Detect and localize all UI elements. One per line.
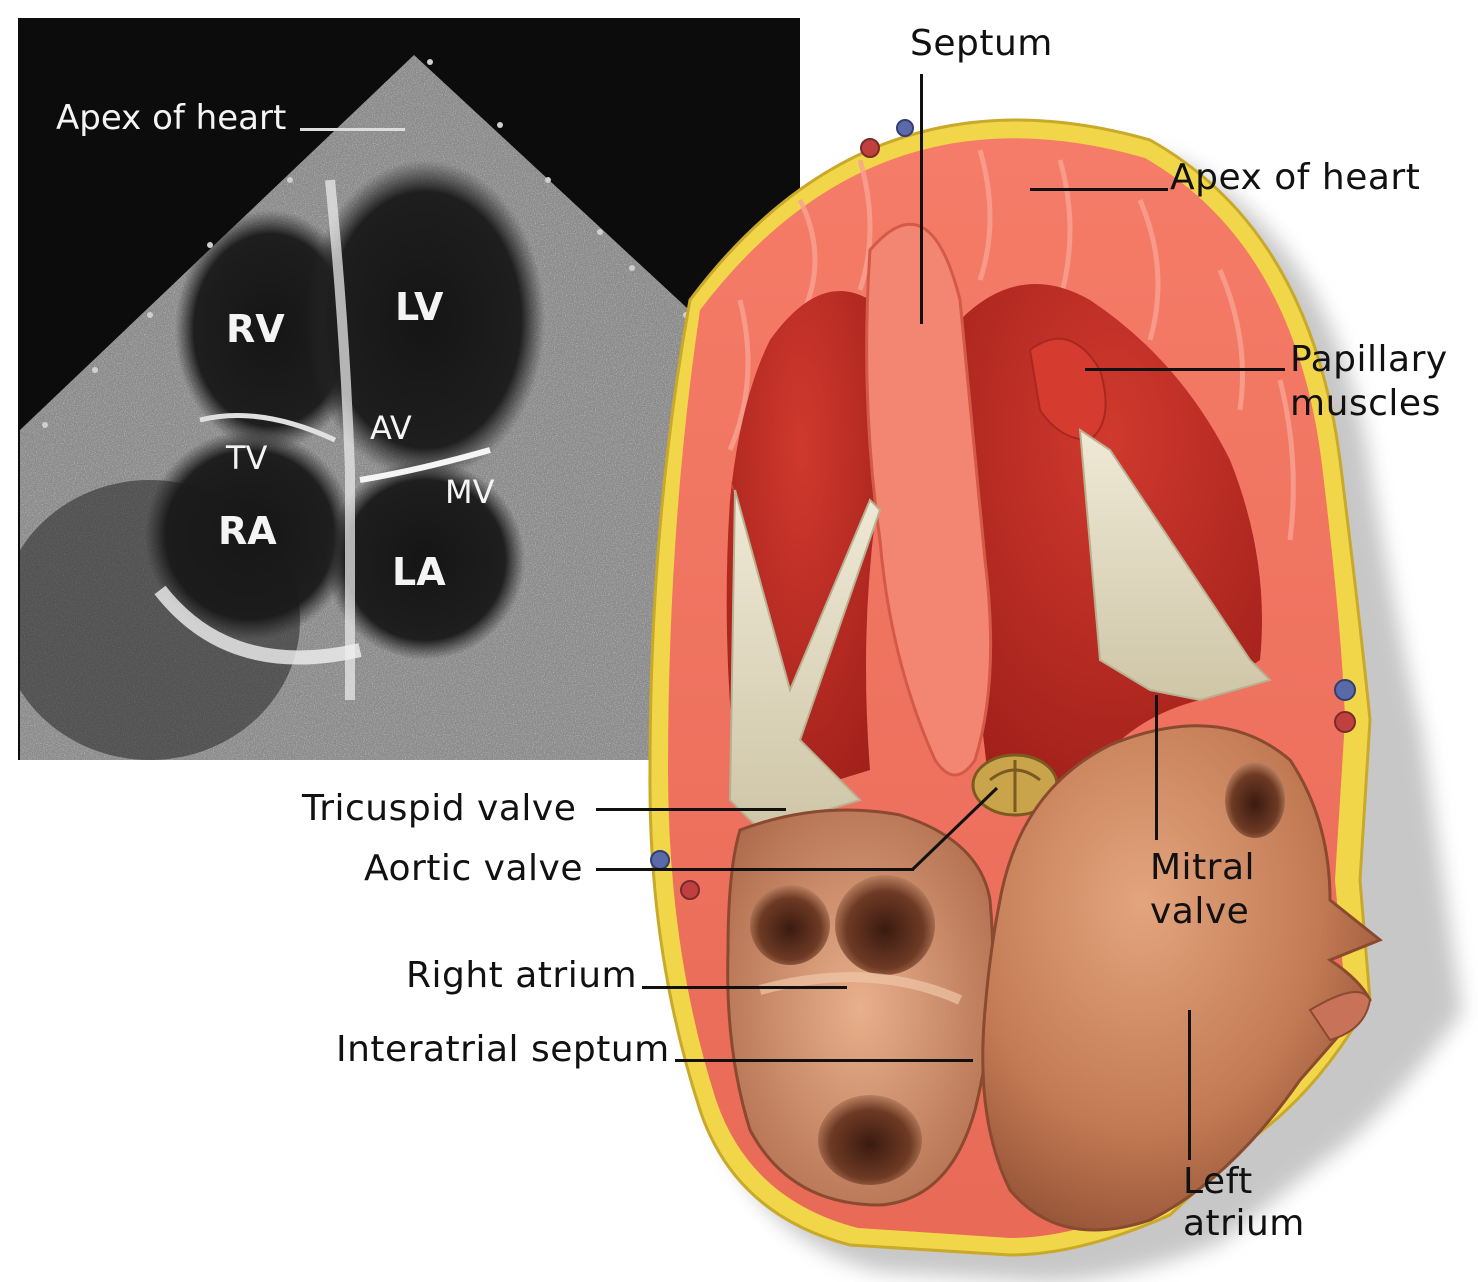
- leader-right-atrium: [642, 986, 847, 989]
- leader-interatrial: [675, 1059, 973, 1062]
- echo-label-apex: Apex of heart: [56, 98, 287, 138]
- echo-leader-apex: [300, 128, 405, 131]
- left-atrium-illustration: [981, 724, 1383, 1232]
- echo-label-ra: RA: [218, 509, 277, 553]
- echo-label-tv: TV: [226, 439, 268, 477]
- label-aortic-valve: Aortic valve: [364, 848, 583, 889]
- leader-septum: [920, 74, 923, 324]
- ventricular-septum: [865, 222, 993, 777]
- label-right-atrium: Right atrium: [406, 955, 638, 996]
- echo-label-lv: LV: [395, 285, 444, 329]
- leader-left-atrium: [1188, 1010, 1191, 1160]
- label-mitral-line2: valve: [1150, 891, 1250, 932]
- coronary-vessels: [650, 119, 1356, 900]
- leader-mitral: [1155, 695, 1158, 840]
- papillary-muscle: [1028, 337, 1107, 442]
- label-left-atrium-line2: atrium: [1183, 1203, 1305, 1244]
- label-mitral-line1: Mitral: [1150, 847, 1256, 888]
- label-papillary-line1: Papillary: [1290, 339, 1448, 380]
- aortic-valve-illustration: [971, 753, 1059, 817]
- leader-tricuspid: [596, 808, 786, 811]
- label-tricuspid-valve: Tricuspid valve: [302, 788, 577, 829]
- leader-aortic: [596, 868, 914, 871]
- label-septum: Septum: [910, 23, 1053, 64]
- echo-label-av: AV: [370, 409, 412, 447]
- chordae-tendineae: [728, 428, 1272, 832]
- label-apex-of-heart: Apex of heart: [1170, 157, 1421, 198]
- leader-apex: [1030, 188, 1168, 191]
- echo-label-la: LA: [392, 550, 446, 594]
- label-papillary-line2: muscles: [1290, 383, 1441, 424]
- echo-label-mv: MV: [445, 473, 495, 511]
- leader-papillary: [1085, 368, 1285, 371]
- label-interatrial-septum: Interatrial septum: [336, 1029, 670, 1070]
- label-left-atrium-line1: Left: [1183, 1161, 1253, 1202]
- echo-label-rv: RV: [226, 307, 285, 351]
